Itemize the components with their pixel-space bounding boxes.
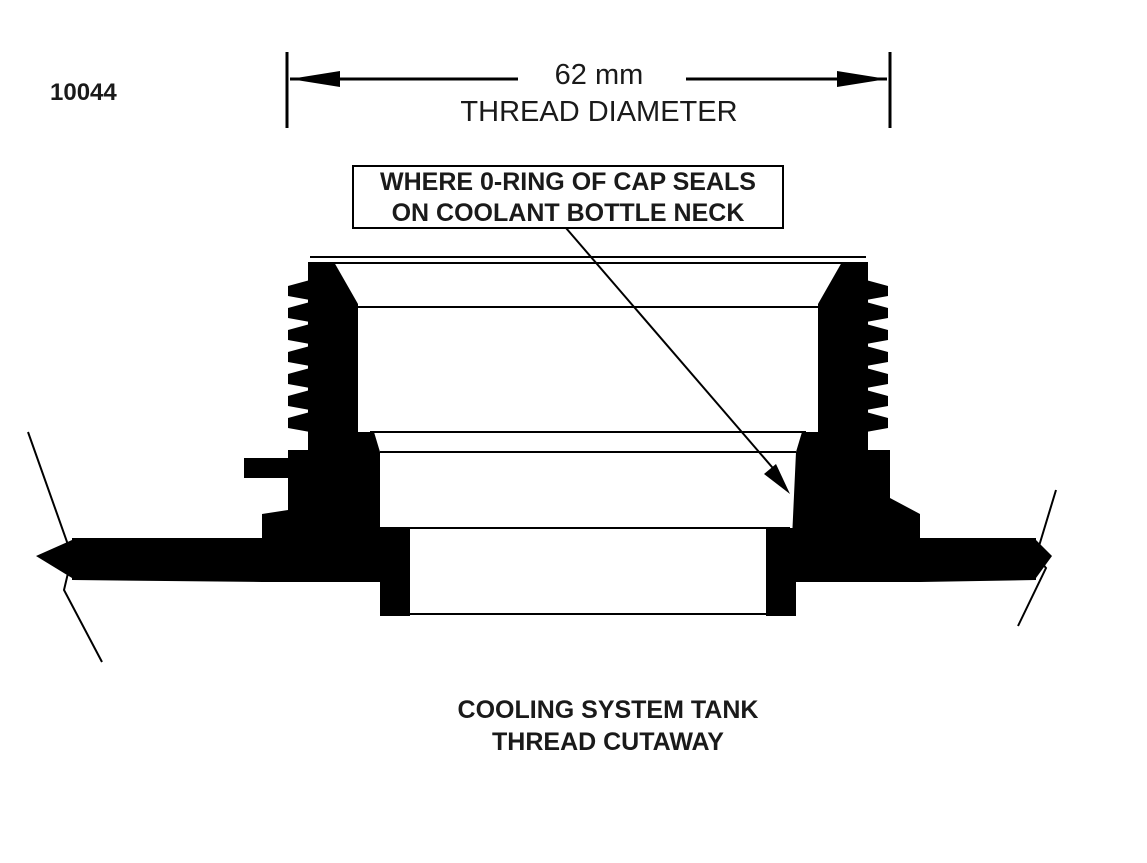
- dimension-value: 62 mm: [555, 59, 644, 91]
- caption-line-2: THREAD CUTAWAY: [492, 728, 724, 756]
- dimension-arrow-right: [837, 71, 887, 87]
- callout-leader: [565, 227, 790, 494]
- callout-box: [352, 165, 784, 229]
- tank-wall-right: [920, 489, 1057, 627]
- figure-id: 10044: [50, 79, 117, 106]
- dimension-label: THREAD DIAMETER: [460, 96, 737, 128]
- neck-body-left: [244, 262, 410, 616]
- neck-body-right: [766, 262, 920, 616]
- neck-bore: [310, 256, 866, 615]
- callout-line-2: ON COOLANT BOTTLE NECK: [392, 199, 745, 227]
- callout-arrow-head: [764, 464, 790, 494]
- callout-line-1: WHERE 0-RING OF CAP SEALS: [380, 168, 756, 196]
- caption-line-1: COOLING SYSTEM TANK: [458, 696, 759, 724]
- tank-wall-left: [27, 431, 262, 663]
- dimension-arrow-left: [290, 71, 340, 87]
- dimension-line: [285, 52, 892, 128]
